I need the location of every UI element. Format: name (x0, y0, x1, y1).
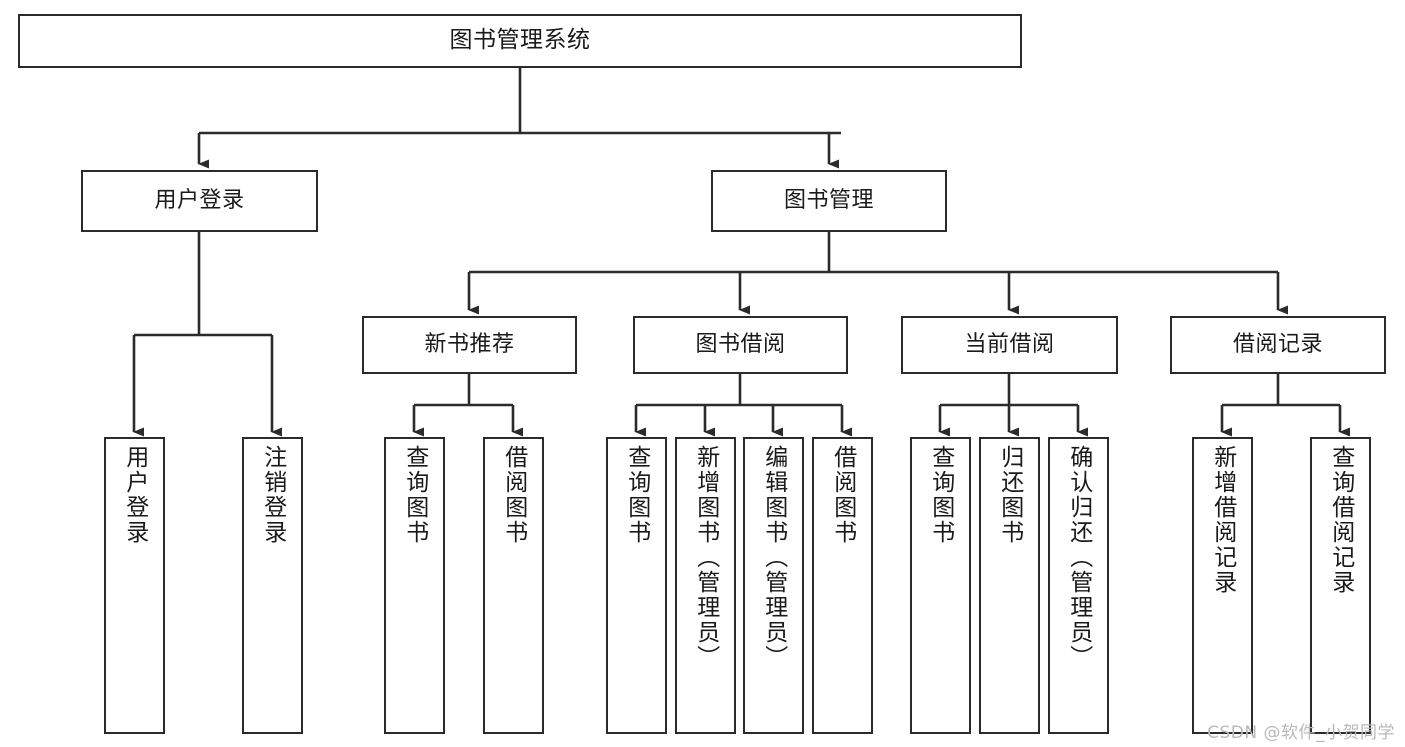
node-leaf-query-book-1[interactable]: 查询图书 (384, 437, 445, 734)
node-label: 图书管理 (783, 187, 874, 213)
node-label: 归还图书 (996, 445, 1023, 545)
node-borrow-record[interactable]: 借阅记录 (1170, 316, 1386, 374)
node-label: 新书推荐 (424, 331, 515, 357)
node-user-login[interactable]: 用户登录 (81, 170, 318, 232)
node-label: 注销登录 (259, 445, 286, 545)
node-label: 确认归还（管理员） (1065, 445, 1092, 670)
node-label: 查询图书 (623, 445, 650, 545)
node-current-borrow[interactable]: 当前借阅 (901, 316, 1118, 374)
node-leaf-user-login[interactable]: 用户登录 (104, 437, 165, 734)
node-leaf-logout-login[interactable]: 注销登录 (242, 437, 303, 734)
node-label: 查询图书 (401, 445, 428, 545)
node-leaf-return-book[interactable]: 归还图书 (979, 437, 1040, 734)
node-leaf-borrow-book-2[interactable]: 借阅图书 (812, 437, 873, 734)
node-book-borrow[interactable]: 图书借阅 (633, 316, 848, 374)
node-label: 借阅图书 (500, 445, 527, 545)
node-leaf-add-record[interactable]: 新增借阅记录 (1192, 437, 1253, 734)
node-label: 编辑图书（管理员） (760, 445, 787, 670)
node-label: 用户登录 (121, 445, 148, 545)
node-leaf-query-book-2[interactable]: 查询图书 (606, 437, 667, 734)
node-label: 借阅记录 (1232, 331, 1323, 357)
node-leaf-edit-book[interactable]: 编辑图书（管理员） (743, 437, 804, 734)
node-new-book-recommend[interactable]: 新书推荐 (362, 316, 577, 374)
node-label: 借阅图书 (829, 445, 856, 545)
node-leaf-query-book-3[interactable]: 查询图书 (910, 437, 971, 734)
node-leaf-confirm-return[interactable]: 确认归还（管理员） (1048, 437, 1109, 734)
node-label: 用户登录 (154, 187, 245, 213)
node-leaf-borrow-book-1[interactable]: 借阅图书 (483, 437, 544, 734)
node-label: 查询借阅记录 (1327, 445, 1354, 595)
node-label: 新增借阅记录 (1209, 445, 1236, 595)
node-leaf-query-record[interactable]: 查询借阅记录 (1310, 437, 1371, 734)
node-label: 图书借阅 (695, 331, 786, 357)
node-label: 图书管理系统 (449, 27, 591, 54)
node-root-book-management-system[interactable]: 图书管理系统 (18, 14, 1022, 68)
node-book-management[interactable]: 图书管理 (711, 170, 947, 232)
node-label: 查询图书 (927, 445, 954, 545)
node-label: 当前借阅 (964, 331, 1055, 357)
node-leaf-add-book[interactable]: 新增图书（管理员） (675, 437, 736, 734)
node-label: 新增图书（管理员） (692, 445, 719, 670)
